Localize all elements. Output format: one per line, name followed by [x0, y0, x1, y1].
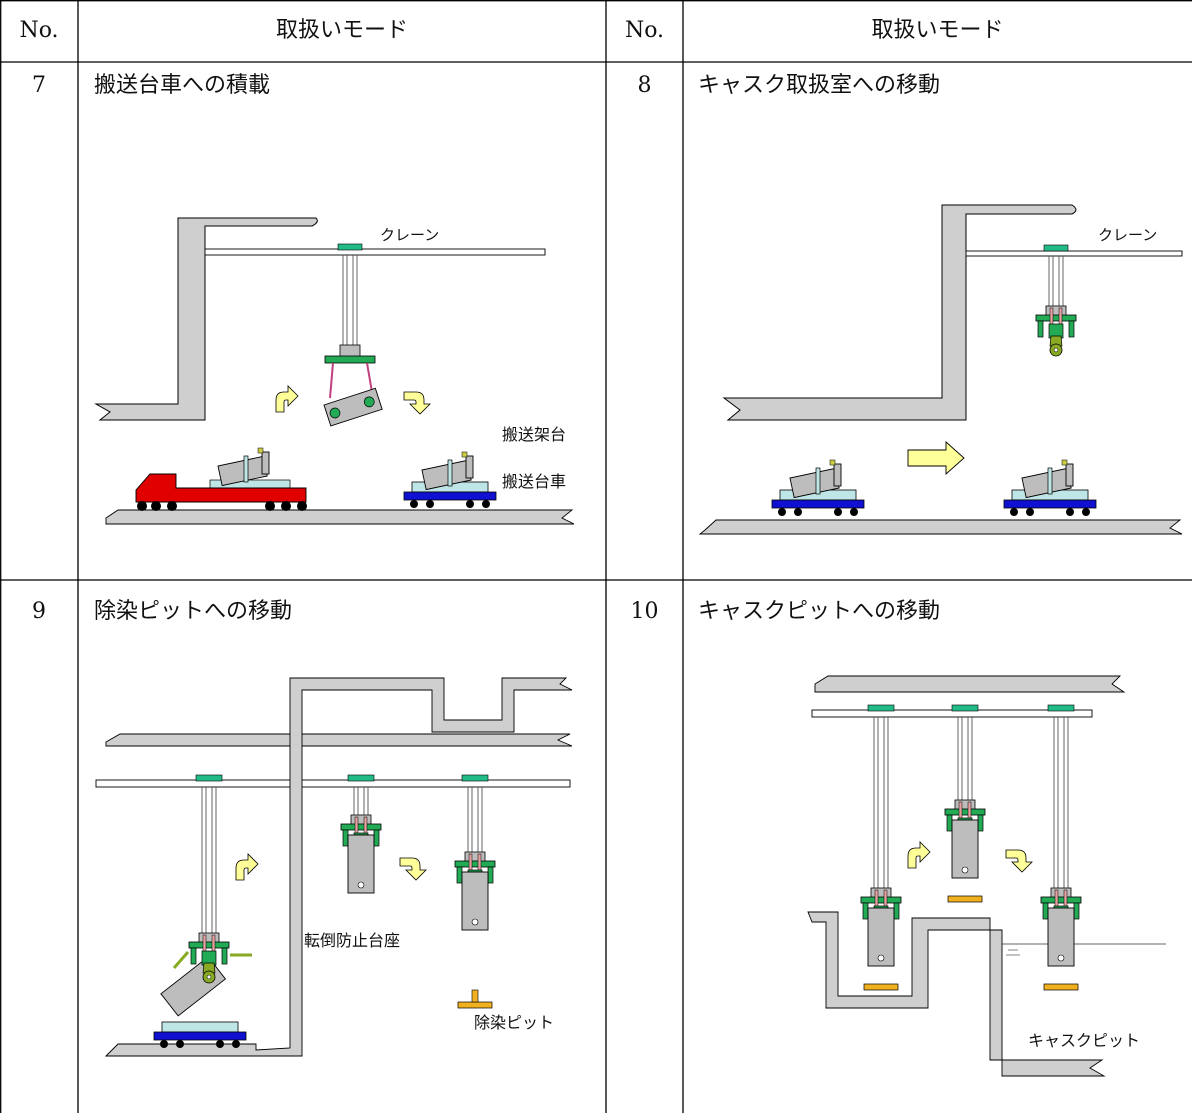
row-title-7: 搬送台車への積載: [94, 73, 271, 98]
row-number-9: 9: [32, 599, 46, 624]
diagram-row7: クレーン 搬送架台 搬送台車: [94, 217, 575, 525]
row-number-10: 10: [630, 599, 659, 624]
diagram-row8: クレーン: [698, 204, 1183, 535]
row-title-9: 除染ピットへの移動: [94, 599, 293, 624]
header-no-right: No.: [624, 18, 665, 43]
row-title-8: キャスク取扱室への移動: [698, 73, 941, 98]
header-no-left: No.: [19, 18, 59, 43]
label-rack-7: 搬送架台: [502, 425, 566, 444]
label-crane-8: クレーン: [1098, 226, 1157, 244]
header-mode-right: 取扱いモード: [871, 18, 1004, 43]
label-crane-7: クレーン: [380, 226, 439, 244]
label-pit-9: 除染ピット: [474, 1013, 554, 1032]
label-pedestal-9: 転倒防止台座: [304, 931, 400, 950]
header-mode-left: 取扱いモード: [275, 18, 408, 43]
diagram-row10: キャスクピット: [807, 675, 1166, 1077]
label-pit-10: キャスクピット: [1028, 1031, 1140, 1050]
row-title-10: キャスクピットへの移動: [698, 599, 941, 624]
row-number-7: 7: [32, 73, 46, 98]
diagram-row9: 転倒防止台座 除染ピット: [95, 677, 573, 1057]
row-number-8: 8: [637, 73, 652, 98]
label-cart-7: 搬送台車: [502, 472, 566, 491]
